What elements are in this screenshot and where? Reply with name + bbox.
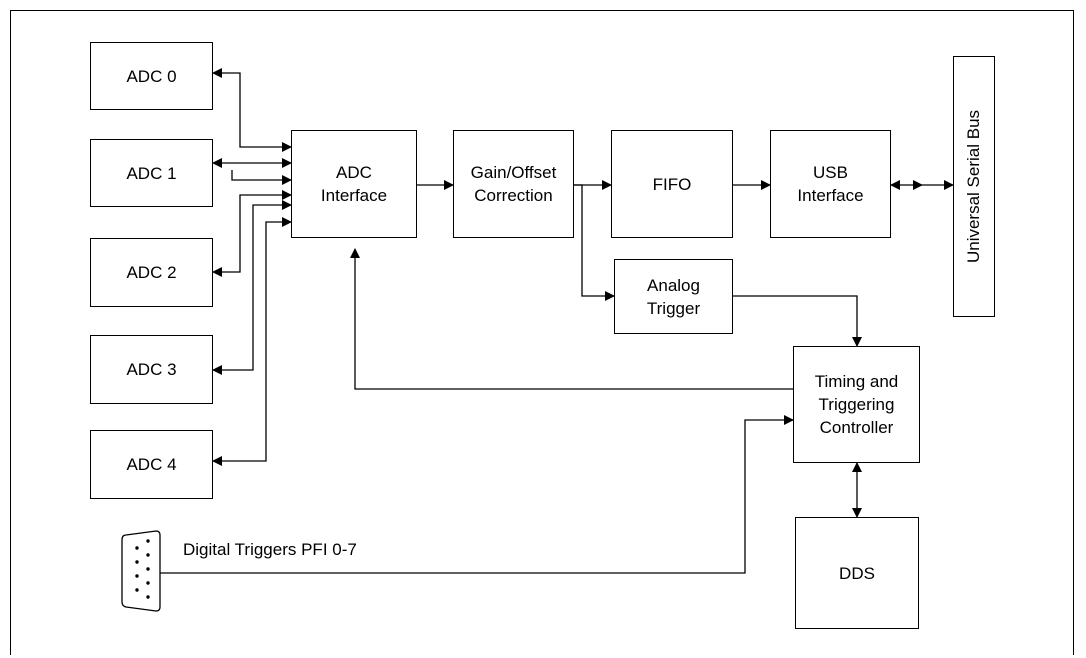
adc0-block: ADC 0 — [90, 42, 213, 110]
gain-offset-block: Gain/Offset Correction — [453, 130, 574, 238]
adc4-block: ADC 4 — [90, 430, 213, 499]
digital-triggers-label: Digital Triggers PFI 0-7 — [183, 540, 357, 559]
universal-serial-bus-block: Universal Serial Bus — [953, 56, 995, 317]
gain-to-trigger — [574, 184, 615, 301]
analog-trigger-block: Analog Trigger — [614, 259, 733, 334]
adc-interface-block: ADC Interface — [291, 130, 417, 238]
adc3-link — [212, 200, 292, 375]
timing-controller-block: Timing and Triggering Controller — [793, 346, 920, 463]
adc2-block: ADC 2 — [90, 238, 213, 307]
timing-to-adcif — [350, 248, 793, 390]
usb-interface-block: USB Interface — [770, 130, 891, 238]
adc2-link — [212, 190, 292, 277]
pfi-to-timing — [160, 415, 794, 574]
universal-serial-bus-label: Universal Serial Bus — [964, 109, 984, 264]
adc1-block: ADC 1 — [90, 139, 213, 207]
dds-block: DDS — [795, 517, 919, 629]
adc4-link — [212, 217, 292, 466]
adc1-link-2 — [231, 170, 292, 185]
fifo-block: FIFO — [611, 130, 733, 238]
diagram-frame — [10, 10, 1074, 655]
db9-connector-icon — [121, 530, 161, 612]
adc0-link — [212, 68, 292, 152]
adc3-block: ADC 3 — [90, 335, 213, 404]
trigger-to-timing — [733, 295, 862, 347]
